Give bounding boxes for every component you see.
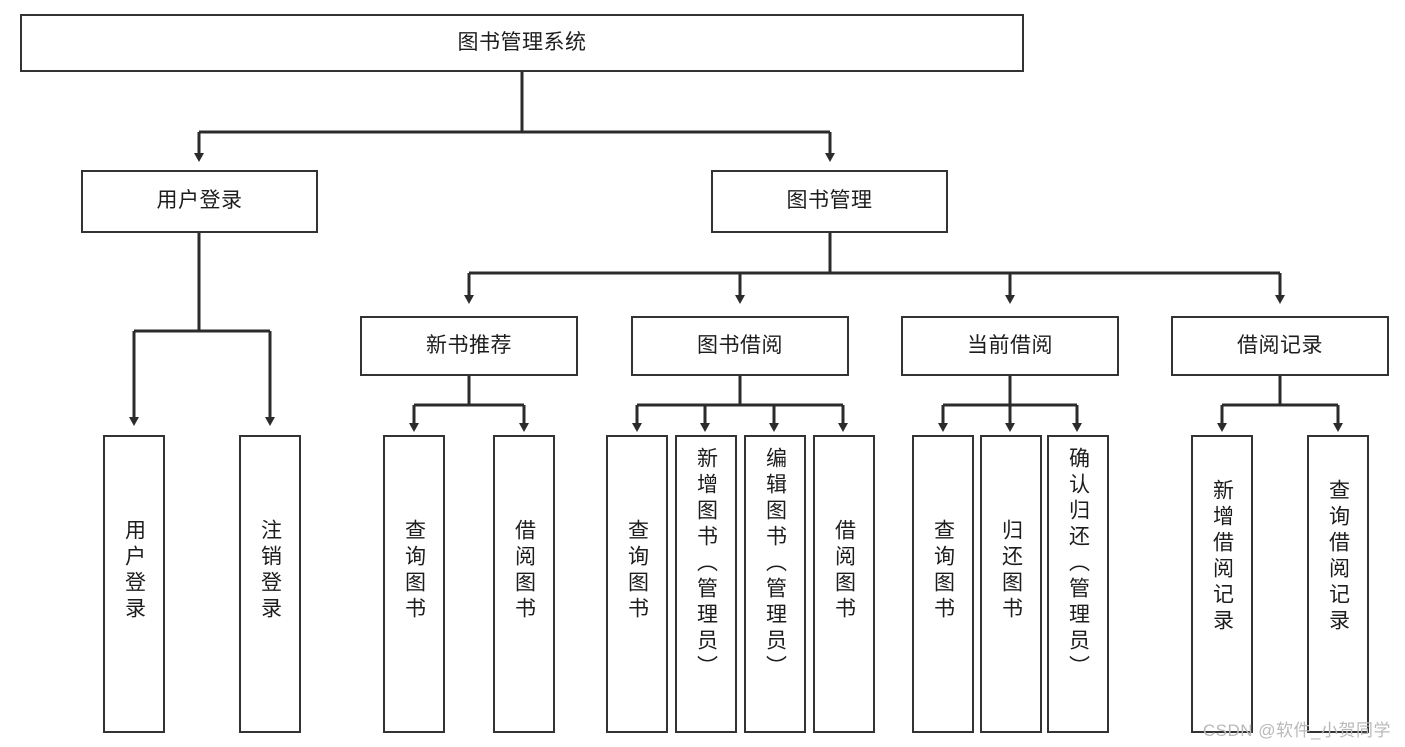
node-root[interactable]: 图书管理系统 [20,14,1024,72]
node-borrow-record-label: 借阅记录 [1237,333,1323,357]
node-user-login[interactable]: 用户登录 [81,170,318,233]
node-leaf-borrow-book-1[interactable]: 借阅图书 [493,435,555,733]
node-new-book-recommend-label: 新书推荐 [426,333,512,357]
node-leaf-query-book-1-label: 查询图书 [402,519,426,623]
node-leaf-return-book-label: 归还图书 [999,519,1023,623]
node-leaf-borrow-book-1-label: 借阅图书 [512,519,536,623]
node-leaf-return-book[interactable]: 归还图书 [980,435,1042,733]
node-current-borrow[interactable]: 当前借阅 [901,316,1119,376]
node-leaf-query-record-label: 查询借阅记录 [1326,479,1350,635]
node-leaf-logout-label: 注销登录 [258,519,282,623]
node-book-management[interactable]: 图书管理 [711,170,948,233]
node-leaf-confirm-return-label: 确认归还（管理员） [1066,447,1090,681]
node-current-borrow-label: 当前借阅 [967,333,1053,357]
node-book-management-label: 图书管理 [786,189,873,213]
node-leaf-add-record-label: 新增借阅记录 [1210,479,1234,635]
node-leaf-query-book-2[interactable]: 查询图书 [606,435,668,733]
node-new-book-recommend[interactable]: 新书推荐 [360,316,578,376]
node-leaf-query-book-3-label: 查询图书 [931,519,955,623]
node-leaf-confirm-return[interactable]: 确认归还（管理员） [1047,435,1109,733]
node-book-borrow-label: 图书借阅 [697,333,783,357]
node-leaf-edit-book-label: 编辑图书（管理员） [763,447,787,681]
watermark: CSDN @软件_小贺同学 [1202,721,1391,740]
node-leaf-query-record[interactable]: 查询借阅记录 [1307,435,1369,733]
node-leaf-add-record[interactable]: 新增借阅记录 [1191,435,1253,733]
node-book-borrow[interactable]: 图书借阅 [631,316,849,376]
node-borrow-record[interactable]: 借阅记录 [1171,316,1389,376]
node-leaf-borrow-book-2-label: 借阅图书 [832,519,856,623]
node-leaf-add-book[interactable]: 新增图书（管理员） [675,435,737,733]
node-leaf-borrow-book-2[interactable]: 借阅图书 [813,435,875,733]
node-leaf-query-book-2-label: 查询图书 [625,519,649,623]
node-leaf-add-book-label: 新增图书（管理员） [694,447,718,681]
node-leaf-query-book-1[interactable]: 查询图书 [383,435,445,733]
node-user-login-label: 用户登录 [156,189,243,213]
node-leaf-logout[interactable]: 注销登录 [239,435,301,733]
node-leaf-query-book-3[interactable]: 查询图书 [912,435,974,733]
node-leaf-user-login[interactable]: 用户登录 [103,435,165,733]
node-root-label: 图书管理系统 [457,30,587,54]
node-leaf-edit-book[interactable]: 编辑图书（管理员） [744,435,806,733]
node-leaf-user-login-label: 用户登录 [122,519,146,623]
